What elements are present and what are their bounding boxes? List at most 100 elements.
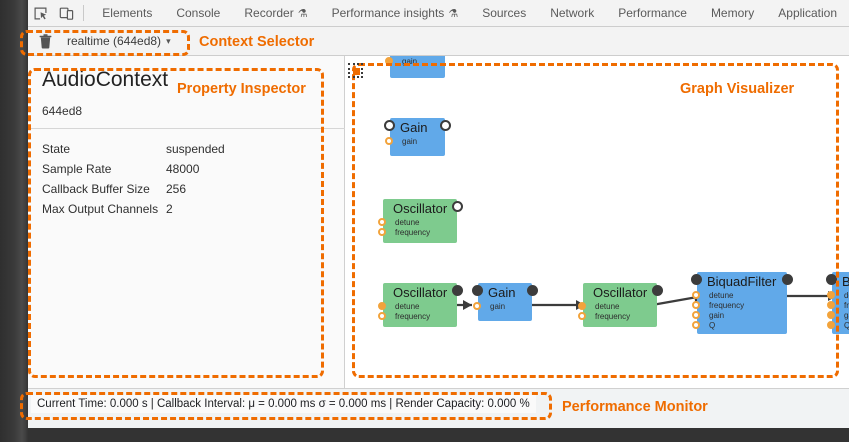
- context-selector-dropdown[interactable]: realtime (644ed8) ▾: [61, 32, 177, 50]
- graph-node-gain[interactable]: Gain gain: [384, 118, 451, 156]
- tab-recorder-label: Recorder: [244, 6, 294, 20]
- tab-application[interactable]: Application: [766, 0, 849, 27]
- tab-console-label: Console: [176, 6, 221, 20]
- annotation-label-property-inspector: Property Inspector: [177, 81, 306, 97]
- property-value: suspended: [166, 142, 225, 156]
- inspect-element-icon[interactable]: [28, 0, 54, 26]
- flask-icon: ⚗: [297, 7, 308, 20]
- divider: [28, 128, 345, 129]
- property-value: 256: [166, 182, 187, 196]
- tab-recorder[interactable]: Recorder ⚗: [232, 0, 319, 27]
- page-title: AudioContext: [42, 68, 169, 91]
- context-id-value: 644ed8: [42, 104, 83, 118]
- graph-node-param: detune: [395, 302, 420, 311]
- audio-param-port-detune[interactable]: [692, 291, 700, 299]
- tab-performance-insights[interactable]: Performance insights ⚗: [320, 0, 471, 27]
- graph-node-biquadfilter[interactable]: BiquadFilter detune frequency gain Q: [826, 272, 849, 334]
- tab-network-label: Network: [550, 6, 595, 20]
- tab-console[interactable]: Console: [164, 0, 232, 27]
- audio-input-port[interactable]: [472, 285, 483, 296]
- tab-performance-insights-label: Performance insights: [331, 6, 445, 20]
- audio-output-port[interactable]: [440, 120, 451, 131]
- property-key: State: [42, 142, 71, 156]
- graph-node-oscillator[interactable]: Oscillator detune frequency: [378, 199, 463, 243]
- audio-param-port-detune[interactable]: [827, 291, 835, 299]
- graph-node-param: gain: [402, 57, 418, 66]
- graph-node-title: Oscillator: [393, 201, 448, 216]
- tab-elements[interactable]: Elements: [90, 0, 164, 27]
- graph-node-title: BiquadFilter: [842, 274, 849, 289]
- tab-memory[interactable]: Memory: [699, 0, 766, 27]
- graph-node-title: Gain: [400, 120, 428, 135]
- context-selector-value: realtime (644ed8): [67, 34, 162, 48]
- tab-performance-label: Performance: [618, 6, 687, 20]
- annotation-drag-handle: [348, 63, 363, 78]
- audio-input-port[interactable]: [384, 120, 395, 131]
- tab-elements-label: Elements: [102, 6, 153, 20]
- graph-node-gain[interactable]: Gain gain: [385, 56, 445, 78]
- audio-param-port-detune[interactable]: [378, 218, 386, 226]
- graph-node-gain[interactable]: Gain gain: [472, 283, 538, 321]
- toolbar-divider: [83, 5, 85, 21]
- audio-param-port-frequency[interactable]: [378, 228, 386, 236]
- audio-param-port-gain[interactable]: [827, 311, 835, 319]
- audio-param-port-gain[interactable]: [473, 302, 481, 310]
- tab-application-label: Application: [778, 6, 837, 20]
- property-row: Max Output Channels 2: [42, 199, 332, 219]
- property-list: State suspended Sample Rate 48000 Callba…: [42, 139, 332, 219]
- property-inspector-pane: AudioContext 644ed8 State suspended Samp…: [28, 56, 345, 388]
- graph-node-param: Q: [709, 321, 716, 330]
- annotation-label-graph-visualizer: Graph Visualizer: [680, 81, 795, 97]
- graph-node-param: frequency: [395, 228, 431, 237]
- audio-param-port-frequency[interactable]: [827, 301, 835, 309]
- audio-input-port[interactable]: [826, 274, 837, 285]
- audio-param-port-q[interactable]: [827, 321, 835, 329]
- graph-node-param: detune: [709, 291, 734, 300]
- device-toolbar-icon[interactable]: [54, 0, 80, 26]
- audio-param-port-detune[interactable]: [378, 302, 386, 310]
- audio-output-port[interactable]: [452, 201, 463, 212]
- tab-sources-label: Sources: [482, 6, 527, 20]
- tab-memory-label: Memory: [710, 6, 755, 20]
- devtools-body: AudioContext 644ed8 State suspended Samp…: [28, 56, 849, 388]
- graph-node-param: frequency: [395, 312, 431, 321]
- audio-output-port[interactable]: [452, 285, 463, 296]
- graph-node-param: frequency: [709, 301, 745, 310]
- graph-node-title: Oscillator: [593, 285, 648, 300]
- graph-node-param: frequency: [844, 301, 849, 310]
- property-row: Sample Rate 48000: [42, 159, 332, 179]
- graph-node-title: Gain: [488, 285, 516, 300]
- chevron-down-icon: ▾: [166, 35, 171, 46]
- audio-input-port[interactable]: [691, 274, 702, 285]
- audio-param-port-gain[interactable]: [385, 137, 393, 145]
- audio-output-port[interactable]: [652, 285, 663, 296]
- graph-node-oscillator[interactable]: Oscillator detune frequency: [378, 283, 463, 327]
- audio-param-port-frequency[interactable]: [378, 312, 386, 320]
- audio-output-port[interactable]: [782, 274, 793, 285]
- performance-monitor-text: Current Time: 0.000 s | Callback Interva…: [31, 395, 536, 413]
- graph-node-param: frequency: [595, 312, 631, 321]
- tab-performance[interactable]: Performance: [606, 0, 699, 27]
- context-selector-bar: realtime (644ed8) ▾: [28, 27, 849, 56]
- audio-param-port-detune[interactable]: [578, 302, 586, 310]
- audio-param-port-frequency[interactable]: [578, 312, 586, 320]
- graph-node-oscillator[interactable]: Oscillator detune frequency: [578, 283, 663, 327]
- graph-visualizer-pane[interactable]: Gain gain Gain gain Oscillator: [345, 56, 849, 388]
- devtools-tabbar: Elements Console Recorder ⚗ Performance …: [28, 0, 849, 27]
- audio-param-port-gain[interactable]: [692, 311, 700, 319]
- graph-node-param: detune: [844, 291, 849, 300]
- audio-param-port-gain[interactable]: [385, 57, 393, 65]
- graph-node-param: gain: [844, 311, 849, 320]
- graph-node-param: gain: [402, 137, 418, 146]
- audio-param-port-frequency[interactable]: [692, 301, 700, 309]
- property-key: Callback Buffer Size: [42, 182, 150, 196]
- audio-output-port[interactable]: [527, 285, 538, 296]
- tab-network[interactable]: Network: [538, 0, 606, 27]
- trash-icon[interactable]: [31, 27, 59, 55]
- graph-node-biquadfilter[interactable]: BiquadFilter detune frequency gain Q: [691, 272, 793, 334]
- graph-node-title: BiquadFilter: [707, 274, 777, 289]
- audio-param-port-q[interactable]: [692, 321, 700, 329]
- tab-sources[interactable]: Sources: [470, 0, 538, 27]
- graph-node-param: detune: [395, 218, 420, 227]
